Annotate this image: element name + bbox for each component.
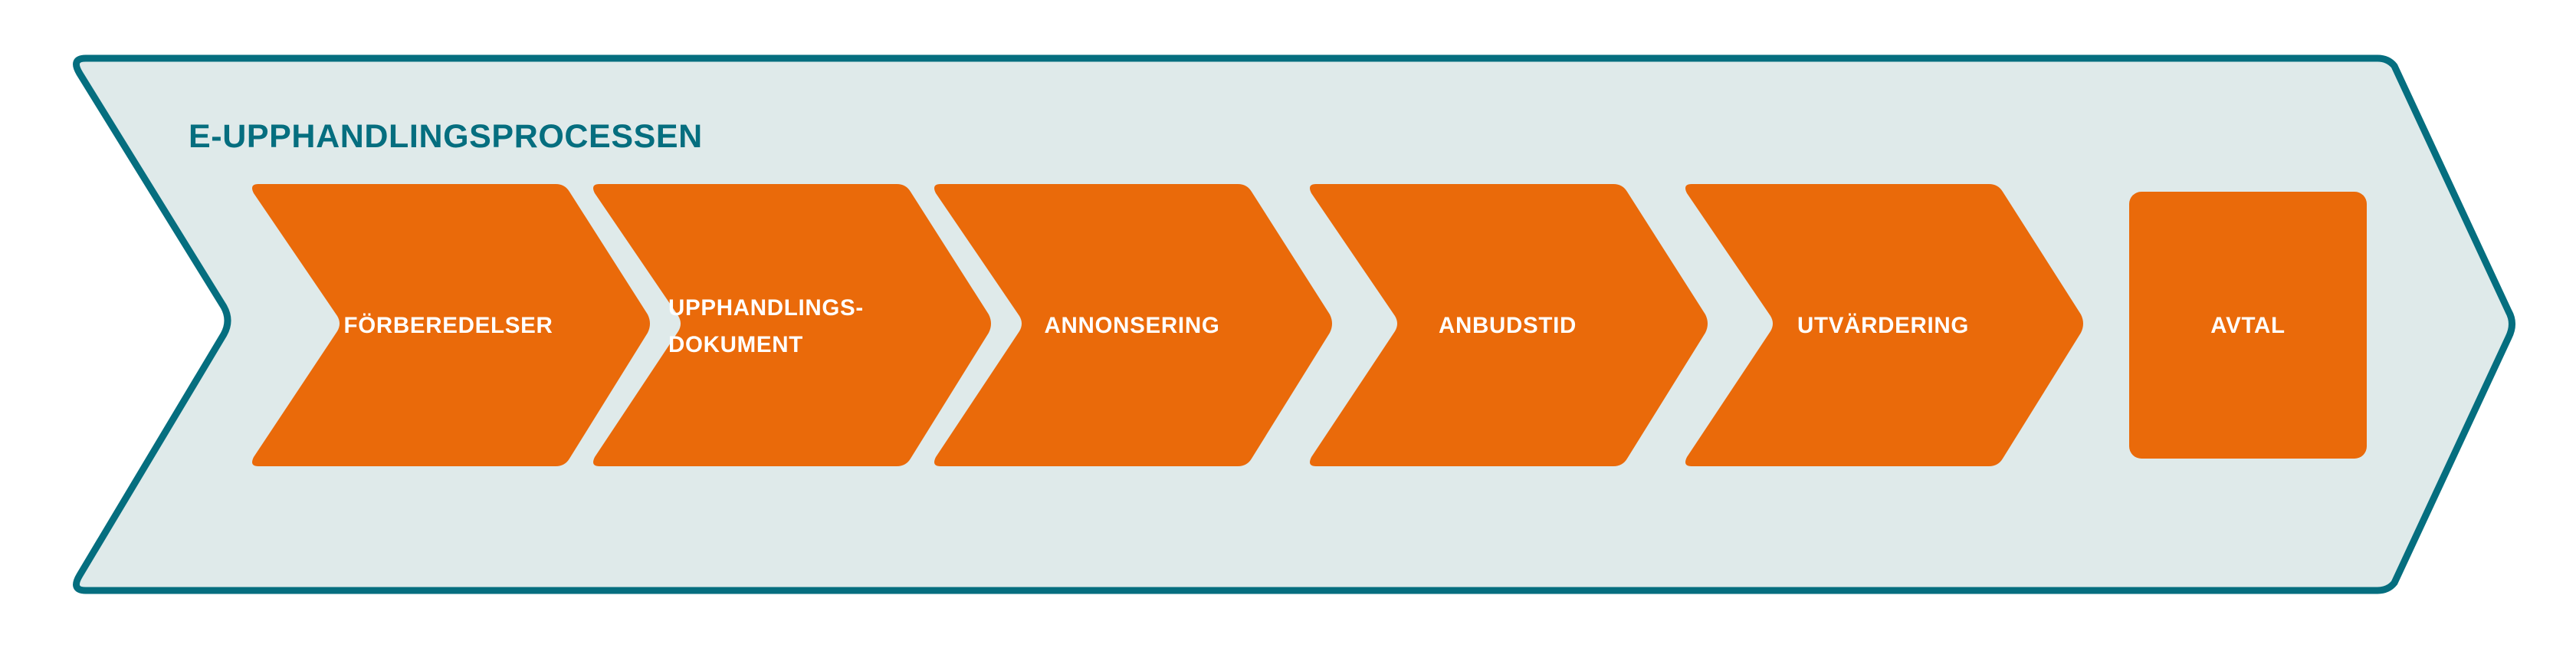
step-6-label: AVTAL [2210,313,2285,338]
step-4-chevron-shape [1310,184,1708,466]
step-1-chevron-shape [252,184,650,466]
process-step-2[interactable]: UPPHANDLINGS- DOKUMENT [593,184,991,466]
step-3-label: ANNONSERING [1045,313,1220,338]
step-5-chevron-shape [1685,184,2083,466]
step-2-chevron-shape [593,184,991,466]
process-step-4[interactable]: ANBUDSTID [1310,184,1708,466]
step-6-rect-shape [2129,192,2367,459]
process-step-1[interactable]: FÖRBEREDELSER [252,184,650,466]
step-3-chevron-shape [934,184,1332,466]
step-5-label: UTVÄRDERING [1797,313,1969,338]
process-step-6[interactable]: AVTAL [2129,192,2367,459]
process-step-3[interactable]: ANNONSERING [934,184,1332,466]
step-4-label: ANBUDSTID [1439,313,1577,338]
step-2-label-line-2: DOKUMENT [668,332,803,357]
step-1-label: FÖRBEREDELSER [344,313,553,338]
diagram-title: E-UPPHANDLINGSPROCESSEN [189,118,703,155]
step-2-label-line-1: UPPHANDLINGS- [668,295,864,321]
process-step-5[interactable]: UTVÄRDERING [1685,184,2083,466]
